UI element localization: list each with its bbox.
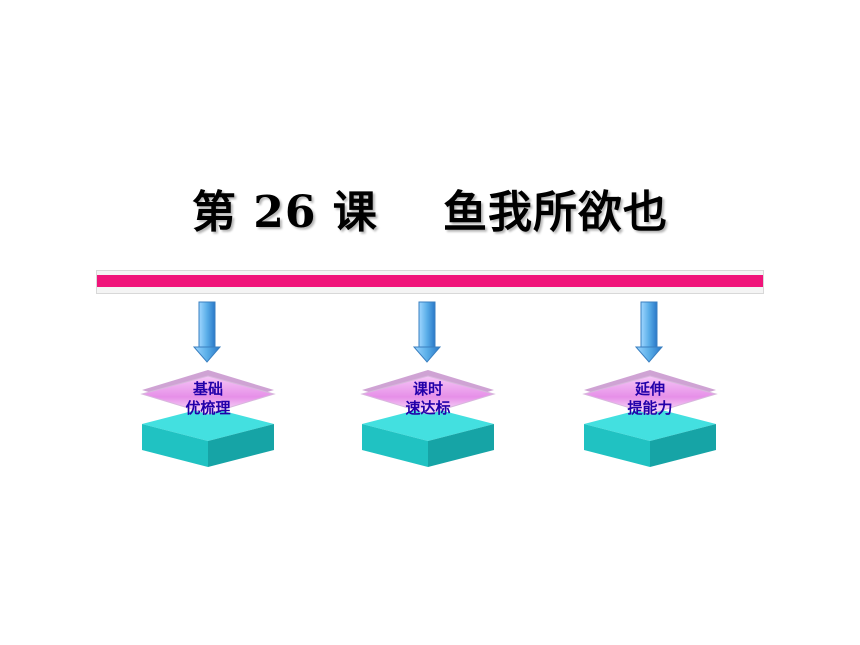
node-basic-review[interactable]: 基础 优梳理 — [138, 300, 278, 475]
layered-stack-icon — [140, 370, 276, 467]
node-graphic — [360, 301, 496, 467]
node-graphic — [140, 301, 276, 467]
slide-title: 第 26 课 鱼我所欲也 — [191, 187, 669, 238]
node-lesson-goals[interactable]: 课时 速达标 — [358, 300, 498, 475]
layered-stack-icon — [360, 370, 496, 467]
node-graphic — [582, 301, 718, 467]
layered-stack-icon — [582, 370, 718, 467]
node-label-line1: 延伸 — [634, 380, 665, 398]
node-label-line2: 提能力 — [627, 399, 673, 417]
down-arrow-icon — [634, 301, 664, 363]
node-label-line2: 速达标 — [405, 399, 451, 417]
title-divider — [96, 270, 764, 294]
down-arrow-icon — [412, 301, 442, 363]
node-extension[interactable]: 延伸 提能力 — [580, 300, 720, 475]
node-label-line1: 基础 — [192, 380, 223, 398]
node-label-line2: 优梳理 — [185, 399, 231, 417]
down-arrow-icon — [192, 301, 222, 363]
node-label-line1: 课时 — [412, 380, 443, 398]
